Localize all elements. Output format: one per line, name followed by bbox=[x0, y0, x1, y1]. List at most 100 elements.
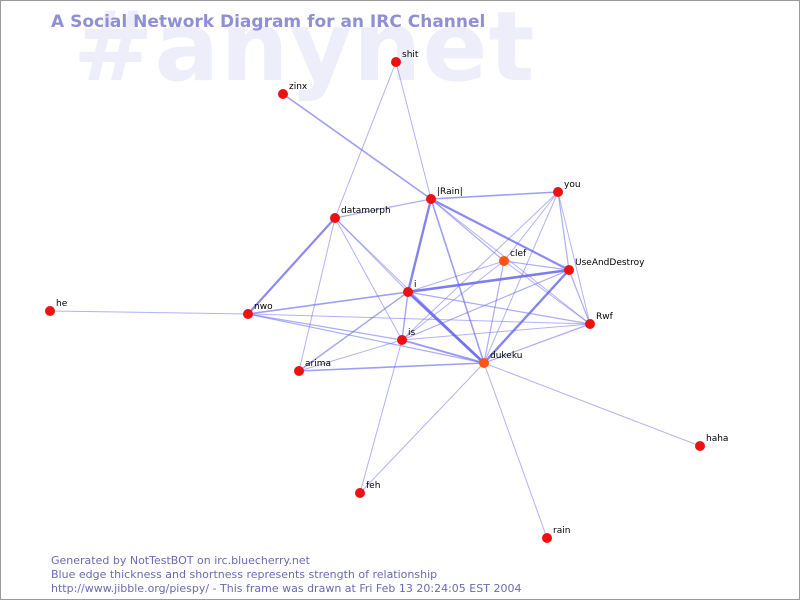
edge-dukeku-rwf bbox=[483, 323, 591, 364]
node-shit[interactable]: shit bbox=[391, 50, 419, 67]
node-zinx[interactable]: zinx bbox=[278, 82, 308, 99]
node-label: UseAndDestroy bbox=[575, 258, 645, 268]
edge-clef-useanddestroy bbox=[503, 260, 570, 271]
edge-is-feh bbox=[359, 339, 403, 494]
node-label: he bbox=[56, 299, 68, 309]
edge-useanddestroy-dukeku bbox=[482, 268, 571, 365]
node-nwo[interactable]: nwo bbox=[243, 302, 273, 319]
edge-i-dukeku bbox=[406, 290, 486, 365]
footer-generated-by: Generated by NotTestBOT on irc.bluecherr… bbox=[51, 554, 310, 567]
node-dot[interactable] bbox=[330, 213, 340, 223]
node-label: you bbox=[564, 180, 581, 190]
node-label: zinx bbox=[289, 82, 308, 92]
node-dukeku[interactable]: dukeku bbox=[479, 351, 522, 368]
node-is[interactable]: is bbox=[397, 328, 416, 345]
edge-dukeku-arima bbox=[298, 362, 485, 372]
footer-timestamp[interactable]: http://www.jibble.org/piespy/ - This fra… bbox=[51, 582, 522, 595]
node-label: dukeku bbox=[490, 351, 522, 361]
channel-watermark: #anynet bbox=[73, 0, 536, 103]
node-rain[interactable]: rain bbox=[542, 526, 570, 543]
node-dot[interactable] bbox=[355, 488, 365, 498]
edge-you-rwf bbox=[557, 191, 591, 325]
edge-datamorph-arima bbox=[298, 217, 336, 372]
node-label: clef bbox=[510, 249, 527, 259]
edge-is-arima bbox=[298, 339, 403, 372]
diagram-title: A Social Network Diagram for an IRC Chan… bbox=[51, 12, 486, 32]
edge-nwo-is bbox=[247, 313, 403, 341]
node-dot[interactable] bbox=[403, 287, 413, 297]
edge-layer bbox=[49, 61, 701, 539]
edge-shit-rain_bracket bbox=[395, 61, 432, 200]
node-label: Rwf bbox=[596, 312, 614, 322]
node-dot[interactable] bbox=[391, 57, 401, 67]
node-dot[interactable] bbox=[499, 256, 509, 266]
node-label: haha bbox=[706, 434, 728, 444]
node-label: shit bbox=[402, 50, 419, 60]
node-dot[interactable] bbox=[479, 358, 489, 368]
node-dot[interactable] bbox=[553, 187, 563, 197]
node-feh[interactable]: feh bbox=[355, 481, 380, 498]
edge-rain_bracket-i bbox=[406, 197, 433, 294]
edge-zinx-rain_bracket bbox=[282, 93, 432, 200]
node-dot[interactable] bbox=[426, 194, 436, 204]
node-you[interactable]: you bbox=[553, 180, 581, 197]
edge-he-nwo bbox=[49, 310, 249, 315]
node-label: feh bbox=[366, 481, 380, 491]
node-haha[interactable]: haha bbox=[695, 434, 728, 451]
edge-rain_bracket-dukeku bbox=[430, 198, 485, 364]
footer: Generated by NotTestBOT on irc.bluecherr… bbox=[51, 554, 521, 596]
edge-rain_bracket-clef bbox=[430, 198, 505, 262]
edge-nwo-rwf bbox=[247, 313, 591, 325]
node-label: rain bbox=[553, 526, 570, 536]
node-arima[interactable]: arima bbox=[294, 359, 331, 376]
edge-useanddestroy-i bbox=[406, 268, 571, 294]
node-dot[interactable] bbox=[243, 309, 253, 319]
node-dot[interactable] bbox=[278, 89, 288, 99]
edge-rain_bracket-you bbox=[430, 191, 559, 200]
node-i[interactable]: i bbox=[403, 280, 417, 297]
node-datamorph[interactable]: datamorph bbox=[330, 206, 391, 223]
node-dot[interactable] bbox=[542, 533, 552, 543]
edge-clef-i bbox=[407, 260, 505, 293]
edge-clef-dukeku bbox=[483, 260, 505, 364]
node-useanddestroy[interactable]: UseAndDestroy bbox=[564, 258, 645, 275]
edge-you-clef bbox=[503, 191, 559, 262]
footer-legend: Blue edge thickness and shortness repres… bbox=[51, 568, 438, 581]
node-rain_bracket[interactable]: |Rain| bbox=[426, 187, 463, 204]
node-dot[interactable] bbox=[564, 265, 574, 275]
edge-useanddestroy-rwf bbox=[568, 269, 591, 325]
edge-is-dukeku bbox=[401, 339, 485, 364]
edge-i-rwf bbox=[407, 291, 591, 325]
node-layer: shit zinx |Rain| you datamorph clefUseAndDest… bbox=[45, 50, 728, 543]
edge-rain_bracket-datamorph bbox=[334, 198, 432, 219]
edge-dukeku-rain bbox=[483, 362, 548, 539]
edge-rain_bracket-useanddestroy bbox=[429, 197, 571, 272]
edge-datamorph-is bbox=[334, 217, 403, 341]
node-dot[interactable] bbox=[294, 366, 304, 376]
node-he[interactable]: he bbox=[45, 299, 68, 316]
node-rwf[interactable]: Rwf bbox=[585, 312, 614, 329]
edge-you-useanddestroy bbox=[557, 191, 570, 271]
node-dot[interactable] bbox=[585, 319, 595, 329]
edge-dukeku-haha bbox=[483, 362, 701, 447]
edge-dukeku-feh bbox=[359, 362, 485, 494]
edge-nwo-dukeku bbox=[247, 313, 485, 364]
node-dot[interactable] bbox=[695, 441, 705, 451]
node-dot[interactable] bbox=[397, 335, 407, 345]
node-label: arima bbox=[305, 359, 331, 369]
node-label: nwo bbox=[254, 302, 273, 312]
edge-i-nwo bbox=[247, 291, 409, 315]
edge-i-is bbox=[401, 291, 409, 341]
node-label: datamorph bbox=[341, 206, 391, 216]
edge-useanddestroy-is bbox=[401, 269, 570, 341]
node-dot[interactable] bbox=[45, 306, 55, 316]
node-clef[interactable]: clef bbox=[499, 249, 527, 266]
node-label: i bbox=[414, 280, 417, 290]
node-label: is bbox=[408, 328, 416, 338]
edge-shit-datamorph bbox=[334, 61, 397, 219]
edge-is-rwf bbox=[401, 323, 591, 341]
edge-datamorph-nwo bbox=[246, 216, 337, 316]
edge-you-is bbox=[401, 191, 559, 341]
